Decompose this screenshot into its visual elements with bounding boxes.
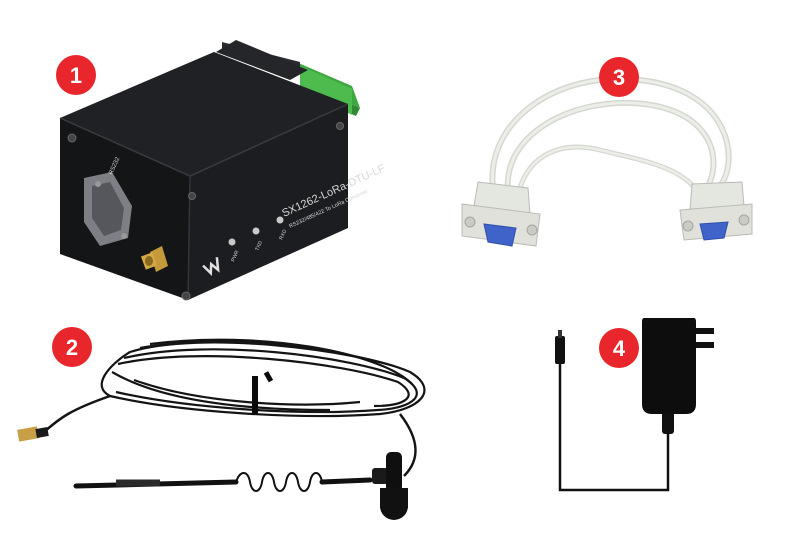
badge-2: 2 — [52, 327, 92, 367]
device-top — [60, 52, 348, 176]
badge-4: 4 — [599, 328, 639, 368]
db9-female-left — [461, 181, 541, 247]
svg-text:2: 2 — [66, 335, 78, 360]
power-adapter-icon — [555, 318, 714, 492]
led-label-pwr: PWR — [230, 249, 240, 262]
svg-text:4: 4 — [613, 336, 626, 361]
db9-port — [84, 172, 132, 246]
badge-3: 3 — [599, 57, 639, 97]
antenna-whip — [73, 472, 373, 492]
led-indicators — [228, 216, 284, 246]
lora-dtu-device-icon: RS232 PWR TXD RXD SX1262-LoRa-DTU-LF RS2… — [59, 40, 387, 301]
db9-female-right — [679, 181, 753, 241]
magnetic-antenna-icon — [17, 338, 426, 520]
magnetic-base — [372, 452, 408, 520]
svg-text:3: 3 — [613, 65, 625, 90]
serial-cable-icon — [461, 75, 753, 247]
badge-1: 1 — [56, 55, 96, 95]
svg-text:1: 1 — [70, 63, 82, 88]
sma-connector — [140, 246, 168, 272]
led-label-txd: TXD — [254, 240, 264, 252]
led-label-rxd: RXD — [278, 228, 288, 240]
waveshare-logo-icon — [202, 257, 220, 276]
sma-plug — [17, 426, 49, 442]
device-front-face — [188, 104, 348, 300]
